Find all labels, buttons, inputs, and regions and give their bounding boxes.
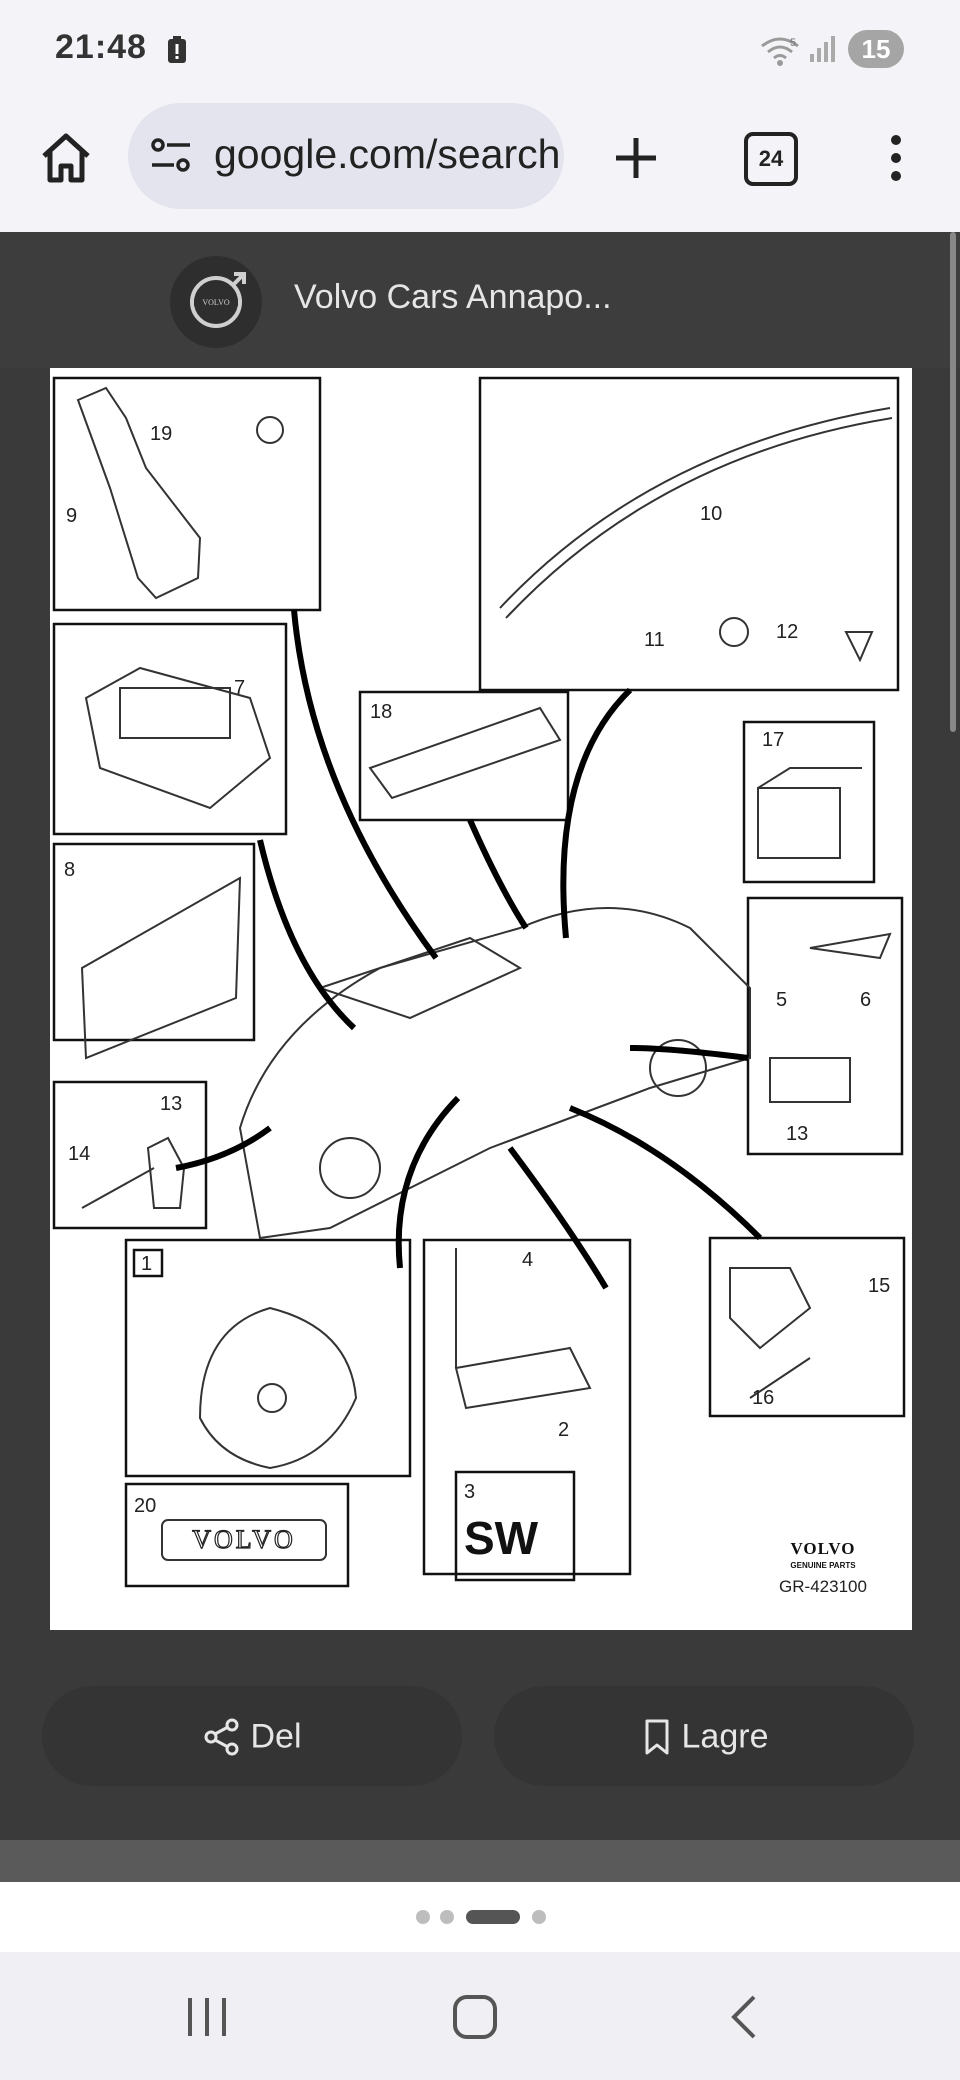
status-time: 21:48 [55,28,147,66]
page-dot [416,1910,430,1924]
tabs-icon[interactable]: 24 [744,132,798,186]
volvo-logo-icon: VOLVO [170,256,262,348]
caption-peek [50,1630,870,1644]
parts-diagram: 19 9 10 11 12 7 18 17 8 5 6 13 14 13 1 4… [52,376,906,1596]
system-nav-bar [0,1952,960,2080]
brand-text: VOLVO [790,1539,855,1558]
part-label: 8 [64,859,75,881]
share-label: Del [250,1717,302,1756]
home-nav-icon[interactable] [452,1994,498,2040]
save-button[interactable]: Lagre [494,1686,914,1786]
bookmark-icon [645,1719,669,1755]
home-icon[interactable] [36,128,96,188]
recents-icon[interactable] [184,1994,230,2040]
page-dot [440,1910,454,1924]
plus-icon[interactable] [606,128,666,188]
part-label: 1 [141,1253,152,1275]
site-settings-icon[interactable] [150,137,192,175]
reference-code: GR-423100 [779,1577,867,1596]
part-label: 14 [68,1143,90,1165]
share-icon [204,1718,239,1756]
back-icon[interactable] [724,1994,764,2040]
brand-plate-text: VOLVO [192,1525,296,1554]
status-bar [0,0,960,100]
page-dot [532,1910,546,1924]
part-label: 19 [150,423,172,445]
part-label: 11 [644,629,665,651]
scrollbar[interactable] [950,232,956,732]
share-button[interactable]: Del [42,1686,462,1786]
part-label: 15 [868,1275,890,1297]
brand-subtext: GENUINE PARTS [790,1561,856,1570]
part-label: 7 [234,677,245,699]
wifi-icon: 5 [761,37,799,66]
part-label: 16 [752,1387,774,1409]
source-name[interactable]: Volvo Cars Annapo... [294,278,612,316]
url-bar[interactable]: google.com/search [128,103,564,209]
save-label: Lagre [681,1717,769,1756]
part-label: 2 [558,1419,569,1441]
part-label: 9 [66,505,77,527]
part-label: 17 [762,729,784,751]
svg-text:VOLVO: VOLVO [202,298,229,307]
part-label: 10 [700,503,722,525]
part-label: 4 [522,1249,533,1271]
part-label: 6 [860,989,871,1011]
part-label: 13 [786,1123,808,1145]
part-label: 13 [160,1093,182,1115]
part-label: 18 [370,701,392,723]
page-dot-active [466,1910,520,1924]
part-label: 3 [464,1481,475,1503]
signal-icon [810,36,835,62]
part-number-labels: 19 9 10 11 12 7 18 17 8 5 6 13 14 13 1 4… [64,423,890,1517]
part-label: 20 [134,1495,156,1517]
source-header[interactable] [0,232,960,368]
battery-saver-icon [168,36,186,63]
notification-count-badge: 15 [848,30,904,68]
more-vert-icon[interactable] [876,128,916,188]
part-label: 5 [776,989,787,1011]
related-images-strip[interactable] [0,1840,960,1882]
wifi-label: 5 [790,37,796,49]
parts-diagram-image[interactable]: 19 9 10 11 12 7 18 17 8 5 6 13 14 13 1 4… [50,368,912,1630]
part-label: 12 [776,621,798,643]
url-text: google.com/search [214,131,561,177]
sw-label: SW [464,1512,539,1564]
